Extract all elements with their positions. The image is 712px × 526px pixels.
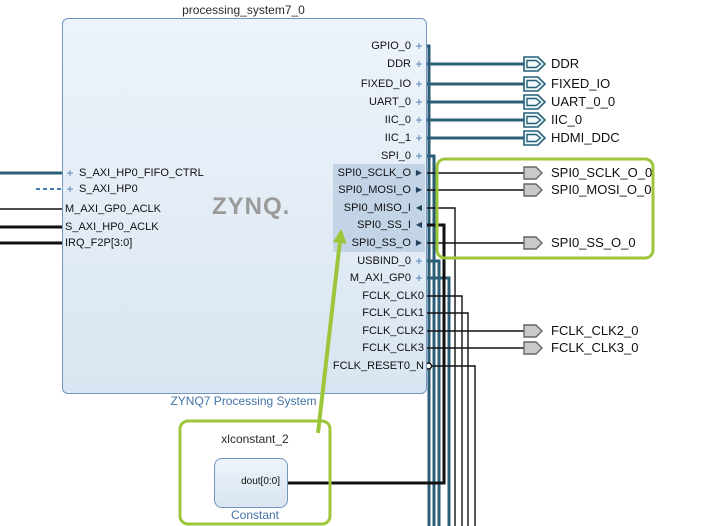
- scalar-port-icon[interactable]: [523, 166, 543, 180]
- interface-port-icon[interactable]: [523, 130, 547, 146]
- scalar-port-icon[interactable]: [523, 236, 543, 250]
- ps7-pin-m-axi-gp0-aclk[interactable]: M_AXI_GP0_ACLK: [65, 203, 161, 215]
- spi-pin-highlight: [333, 164, 425, 252]
- output-arrow-icon: ▶: [415, 238, 423, 247]
- ps7-pin-iic-0[interactable]: IIC_0 +: [384, 113, 423, 127]
- ps7-pin-m-axi-gp0[interactable]: M_AXI_GP0 +: [349, 271, 423, 285]
- ps7-pin-fclk-clk3[interactable]: FCLK_CLK3: [362, 342, 424, 354]
- ext-port-icons: [523, 56, 547, 355]
- interface-port-icon[interactable]: [523, 76, 547, 92]
- expand-plus-icon[interactable]: +: [415, 77, 423, 91]
- net-fclk-reset0-n[interactable]: [432, 365, 476, 526]
- net-fclk-clk0[interactable]: [425, 295, 463, 526]
- expand-plus-icon[interactable]: +: [415, 95, 423, 109]
- scalar-port-icon[interactable]: [523, 341, 543, 355]
- xlconstant-pin-dout[interactable]: dout[0:0]: [241, 476, 280, 487]
- net-fclk-clk1[interactable]: [425, 312, 469, 526]
- ps7-instance-name: processing_system7_0: [182, 3, 305, 17]
- output-arrow-icon: ▶: [415, 168, 423, 177]
- scalar-port-icon[interactable]: [523, 324, 543, 338]
- net-usbind-0[interactable]: [425, 259, 441, 526]
- ext-port-label-fclk-clk3-0[interactable]: FCLK_CLK3_0: [551, 340, 639, 355]
- ps7-pin-spi0-ss-i[interactable]: SPI0_SS_I ◀: [357, 219, 423, 231]
- ps7-pin-s-axi-hp0[interactable]: + S_AXI_HP0: [66, 182, 138, 196]
- expand-plus-icon[interactable]: +: [415, 149, 423, 163]
- expand-plus-icon[interactable]: +: [415, 254, 423, 268]
- ps7-pin-spi0-mosi-o[interactable]: SPI0_MOSI_O ▶: [338, 184, 423, 196]
- interface-port-icon[interactable]: [523, 112, 547, 128]
- input-arrow-icon: ◀: [415, 220, 423, 229]
- ps7-pin-spi0-ss-o[interactable]: SPI0_SS_O ▶: [351, 237, 423, 249]
- ps7-pin-usbind-0[interactable]: USBIND_0 +: [357, 254, 423, 268]
- ps7-pin-fixed-io[interactable]: FIXED_IO +: [360, 77, 423, 91]
- expand-plus-icon[interactable]: +: [66, 182, 74, 196]
- ext-port-label-fclk-clk2-0[interactable]: FCLK_CLK2_0: [551, 323, 639, 338]
- ps7-pin-irq-f2p[interactable]: IRQ_F2P[3:0]: [65, 237, 133, 249]
- expand-plus-icon[interactable]: +: [415, 131, 423, 145]
- expand-plus-icon[interactable]: +: [66, 166, 74, 180]
- ext-port-label-spi0-sclk-o-0[interactable]: SPI0_SCLK_O_0: [551, 165, 653, 180]
- ext-port-label-spi0-mosi-o-0[interactable]: SPI0_MOSI_O_0: [551, 182, 652, 197]
- ps7-pin-gpio-0[interactable]: GPIO_0 +: [371, 39, 423, 53]
- ext-port-label-uart-0-0[interactable]: UART_0_0: [551, 94, 616, 109]
- ps7-pin-fclk-clk0[interactable]: FCLK_CLK0: [362, 290, 424, 302]
- ps7-pin-s-axi-hp0-fifo-ctrl[interactable]: + S_AXI_HP0_FIFO_CTRL: [66, 166, 204, 180]
- expand-plus-icon[interactable]: +: [415, 39, 423, 53]
- expand-plus-icon[interactable]: +: [415, 271, 423, 285]
- ext-port-label-ddr[interactable]: DDR: [551, 56, 580, 71]
- zynq-logo: ZYNQ.: [212, 193, 291, 220]
- xlconstant-type-label: Constant: [230, 508, 280, 522]
- ps7-pin-spi0-sclk-o[interactable]: SPI0_SCLK_O ▶: [337, 167, 423, 179]
- ps7-pin-fclk-clk2[interactable]: FCLK_CLK2: [362, 325, 424, 337]
- ext-port-label-fixed-io[interactable]: FIXED_IO: [551, 76, 611, 91]
- interface-port-icon[interactable]: [523, 56, 547, 72]
- ext-port-label-iic-0[interactable]: IIC_0: [551, 112, 583, 127]
- ext-port-label-hdmi-ddc[interactable]: HDMI_DDC: [551, 130, 620, 145]
- net-spi-0[interactable]: [425, 154, 436, 526]
- ps7-pin-iic-1[interactable]: IIC_1 +: [384, 131, 423, 145]
- net-m-axi-gp0[interactable]: [425, 276, 451, 526]
- ps7-pin-fclk-reset0-n[interactable]: FCLK_RESET0_N: [332, 360, 424, 372]
- ps7-type-label: ZYNQ7 Processing System: [170, 394, 317, 408]
- ps7-pin-spi0-miso-i[interactable]: SPI0_MISO_I ◀: [343, 202, 423, 214]
- ps7-pin-s-axi-hp0-aclk[interactable]: S_AXI_HP0_ACLK: [65, 221, 159, 233]
- ext-port-label-spi0-ss-o-0[interactable]: SPI0_SS_O_0: [551, 235, 636, 250]
- ps7-pin-ddr[interactable]: DDR +: [387, 57, 423, 71]
- xlconstant-instance-name: xlconstant_2: [221, 432, 289, 446]
- ps7-pin-spi-0[interactable]: SPI_0 +: [381, 149, 423, 163]
- ps7-pin-uart-0[interactable]: UART_0 +: [369, 95, 423, 109]
- expand-plus-icon[interactable]: +: [415, 57, 423, 71]
- scalar-port-icon[interactable]: [523, 183, 543, 197]
- net-constant-dout[interactable]: [286, 223, 446, 485]
- output-arrow-icon: ▶: [415, 185, 423, 194]
- interface-port-icon[interactable]: [523, 94, 547, 110]
- expand-plus-icon[interactable]: +: [415, 113, 423, 127]
- ps7-pin-fclk-clk1[interactable]: FCLK_CLK1: [362, 307, 424, 319]
- input-arrow-icon: ◀: [415, 203, 423, 212]
